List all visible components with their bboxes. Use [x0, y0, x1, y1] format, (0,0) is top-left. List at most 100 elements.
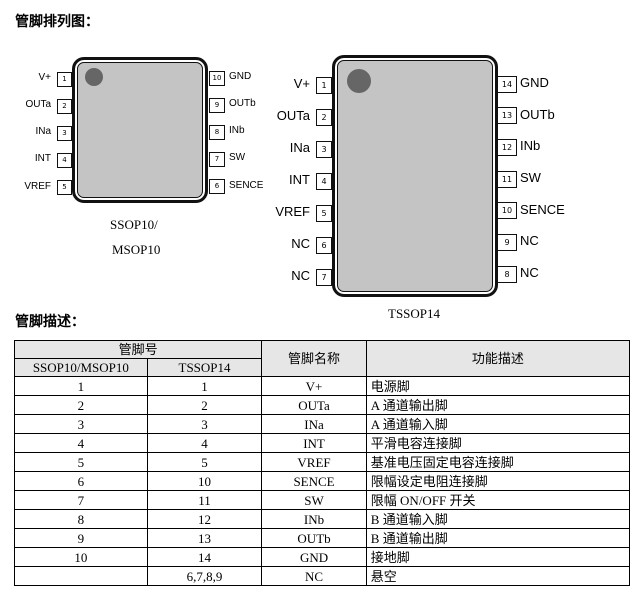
pin-name-cell: VREF — [261, 452, 367, 472]
tssop14-right-pin-label: OUTb — [520, 106, 555, 122]
tssop14-right-pin-label: INb — [520, 138, 541, 154]
tssop-pin-cell: 2 — [146, 395, 263, 415]
ssop-pin-cell: 3 — [14, 414, 148, 434]
tssop14-right-pin-label: NC — [520, 265, 539, 281]
ssop10-right-pin-number: 8 — [209, 124, 225, 140]
tssop14-right-pin-number: 12 — [497, 138, 517, 156]
tssop-pin-cell: 12 — [146, 509, 263, 529]
ssop10-right-pin-label: INb — [229, 125, 245, 137]
tssop14-right-pin-number: 10 — [497, 202, 517, 220]
function-cell: 接地脚 — [365, 547, 631, 567]
pin-name-cell: NC — [261, 566, 367, 586]
tssop14-body — [332, 55, 498, 297]
function-cell: 平滑电容连接脚 — [365, 433, 631, 453]
pin-diagram-heading: 管脚排列图： — [15, 14, 99, 30]
ssop10-right-pin-label: GND — [229, 70, 252, 82]
ssop-pin-cell: 1 — [14, 376, 148, 396]
tssop14-left-pin-label: VREF — [275, 203, 310, 219]
ssop10-left-pin-label: V+ — [38, 71, 51, 83]
tssop-pin-cell: 6,7,8,9 — [146, 566, 263, 586]
ssop10-left-pin-label: OUTa — [25, 99, 51, 110]
pin-name-cell: INa — [261, 414, 367, 434]
ssop-pin-cell: 7 — [14, 490, 148, 510]
pin1-marker-icon — [347, 69, 371, 93]
tssop14-left-pin-number: 5 — [316, 204, 332, 222]
tssop-column-header: TSSOP14 — [146, 358, 263, 377]
ssop10-left-pin-number: 5 — [57, 180, 72, 196]
tssop14-left-pin-number: 3 — [316, 140, 332, 158]
pin-name-cell: SENCE — [261, 471, 367, 491]
tssop-pin-cell: 10 — [146, 471, 263, 491]
ssop10-right-pin-label: SW — [229, 152, 246, 164]
tssop-pin-cell: 4 — [146, 433, 263, 453]
tssop-pin-cell: 14 — [146, 547, 263, 567]
pin-name-cell: INT — [261, 433, 367, 453]
ssop10-right-pin-number: 7 — [209, 152, 225, 168]
function-cell: 基准电压固定电容连接脚 — [365, 452, 631, 472]
function-cell: A 通道输入脚 — [365, 414, 631, 434]
ssop10-right-pin-number: 9 — [209, 97, 225, 113]
pin-name-cell: V+ — [261, 376, 367, 396]
tssop14-right-pin-number: 8 — [497, 265, 517, 283]
tssop14-left-pin-number: 1 — [316, 76, 332, 94]
ssop-pin-cell — [14, 566, 148, 586]
tssop-pin-cell: 3 — [146, 414, 263, 434]
tssop14-left-pin-number: 2 — [316, 108, 332, 126]
function-cell: 限幅设定电阻连接脚 — [365, 471, 631, 491]
pin-name-cell: INb — [261, 509, 367, 529]
pin-name-cell: SW — [261, 490, 367, 510]
ssop10-left-pin-label: VREF — [24, 180, 51, 192]
function-cell: A 通道输出脚 — [365, 395, 631, 415]
ssop10-right-pin-label: OUTb — [229, 98, 256, 109]
tssop14-right-pin-label: SENCE — [520, 201, 565, 217]
ssop10-left-pin-number: 4 — [57, 153, 72, 169]
tssop14-left-pin-label: INT — [289, 171, 310, 187]
ssop10-left-pin-number: 1 — [57, 71, 72, 87]
ssop-pin-cell: 10 — [14, 547, 148, 567]
tssop14-left-pin-label: OUTa — [276, 107, 310, 123]
ssop-pin-cell: 2 — [14, 395, 148, 415]
ssop10-caption-line1: SSOP10/ — [110, 217, 158, 232]
tssop14-left-pin-label: INa — [289, 139, 310, 155]
tssop-pin-cell: 5 — [146, 452, 263, 472]
pin-name-cell: OUTb — [261, 528, 367, 548]
pin1-marker-icon — [85, 68, 103, 86]
function-cell: 限幅 ON/OFF 开关 — [365, 490, 631, 510]
function-cell: B 通道输入脚 — [365, 509, 631, 529]
function-cell: 电源脚 — [365, 376, 631, 396]
tssop14-left-pin-label: NC — [291, 267, 310, 283]
tssop14-right-pin-label: SW — [520, 170, 541, 186]
ssop-pin-cell: 8 — [14, 509, 148, 529]
pin-number-group-header: 管脚号 — [13, 340, 263, 359]
tssop14-left-pin-number: 6 — [316, 236, 332, 254]
function-header: 功能描述 — [365, 340, 631, 377]
tssop14-left-pin-label: NC — [291, 235, 310, 251]
tssop14-right-pin-number: 14 — [497, 75, 517, 93]
pin-name-header: 管脚名称 — [261, 340, 367, 377]
ssop10-caption-line2: MSOP10 — [112, 242, 161, 257]
pin-name-cell: GND — [261, 547, 367, 567]
tssop-pin-cell: 11 — [146, 490, 263, 510]
ssop10-left-pin-label: INT — [34, 153, 51, 165]
ssop10-right-pin-number: 6 — [209, 179, 225, 195]
pin-name-cell: OUTa — [261, 395, 367, 415]
tssop14-right-pin-number: 13 — [497, 107, 517, 125]
ssop-pin-cell: 5 — [14, 452, 148, 472]
tssop14-right-pin-number: 11 — [497, 170, 517, 188]
ssop-pin-cell: 6 — [14, 471, 148, 491]
ssop10-left-pin-number: 2 — [57, 98, 72, 114]
tssop14-left-pin-number: 7 — [316, 268, 332, 286]
function-cell: B 通道输出脚 — [365, 528, 631, 548]
